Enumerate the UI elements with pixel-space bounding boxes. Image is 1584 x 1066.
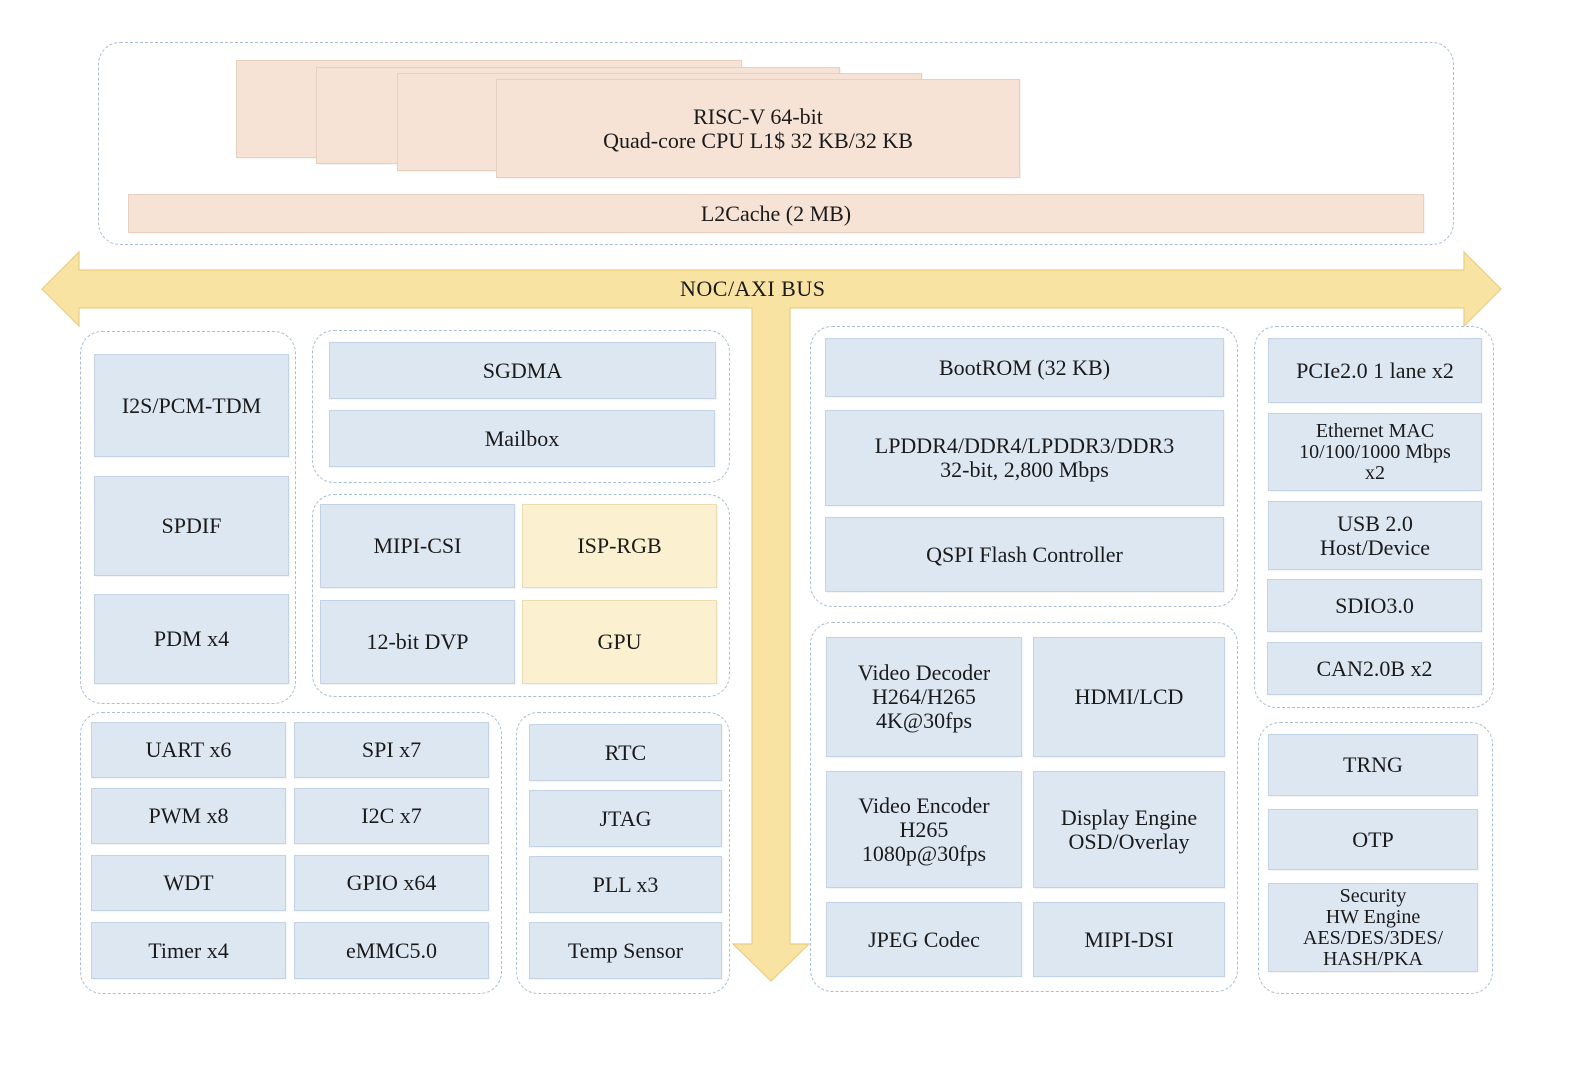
jpeg-codec-block: JPEG Codec — [826, 902, 1022, 977]
usb-block: USB 2.0 Host/Device — [1268, 501, 1482, 570]
ddr-controller-block: LPDDR4/DDR4/LPDDR3/DDR3 32-bit, 2,800 Mb… — [825, 410, 1224, 506]
i2s-pcm-tdm-block: I2S/PCM-TDM — [94, 354, 289, 457]
security-group — [1258, 722, 1493, 994]
spi-block: SPI x7 — [294, 722, 489, 778]
can-label: CAN2.0B x2 — [1316, 655, 1433, 681]
hdmi-lcd-block: HDMI/LCD — [1033, 637, 1225, 757]
wdt-block: WDT — [91, 855, 286, 911]
trng-label: TRNG — [1343, 752, 1403, 777]
display-engine-label: Display Engine OSD/Overlay — [1060, 804, 1198, 854]
temp-sensor-label: Temp Sensor — [567, 937, 684, 963]
cpu-cluster-group — [98, 42, 1454, 245]
can-block: CAN2.0B x2 — [1267, 642, 1482, 695]
audio-group — [80, 331, 296, 704]
cpu-subtitle: Quad-core CPU L1$ 32 KB/32 KB — [603, 127, 913, 153]
wdt-label: WDT — [163, 870, 214, 895]
gpu-block: GPU — [522, 600, 717, 684]
emmc-label: eMMC5.0 — [345, 937, 438, 963]
jtag-block: JTAG — [529, 790, 722, 847]
security-engine-block: Security HW Engine AES/DES/3DES/ HASH/PK… — [1268, 883, 1478, 972]
timer-label: Timer x4 — [148, 937, 229, 963]
i2c-block: I2C x7 — [294, 788, 489, 844]
dvp-block: 12-bit DVP — [320, 600, 515, 684]
usb-label: USB 2.0 Host/Device — [1320, 510, 1430, 560]
mailbox-label: Mailbox — [484, 425, 560, 451]
trng-block: TRNG — [1268, 734, 1478, 796]
connectivity-group — [1254, 326, 1494, 708]
i2c-label: I2C x7 — [361, 803, 422, 828]
gpio-block: GPIO x64 — [294, 855, 489, 911]
ethernet-block: Ethernet MAC 10/100/1000 Mbps x2 — [1268, 413, 1482, 491]
qspi-block: QSPI Flash Controller — [825, 517, 1224, 592]
pwm-block: PWM x8 — [91, 788, 286, 844]
ethernet-label: Ethernet MAC 10/100/1000 Mbps x2 — [1299, 419, 1451, 484]
pwm-label: PWM x8 — [148, 803, 229, 828]
pll-label: PLL x3 — [592, 871, 659, 897]
peripherals-group — [80, 712, 502, 994]
mipi-dsi-label: MIPI-DSI — [1084, 926, 1174, 952]
jtag-label: JTAG — [599, 805, 652, 831]
uart-label: UART x6 — [145, 737, 232, 762]
dma-group — [312, 330, 730, 483]
system-group — [516, 712, 730, 994]
hdmi-label: HDMI/LCD — [1074, 684, 1184, 709]
isp-rgb-block: ISP-RGB — [522, 504, 717, 588]
bootrom-block: BootROM (32 KB) — [825, 338, 1224, 397]
jpeg-label: JPEG Codec — [868, 926, 980, 952]
qspi-label: QSPI Flash Controller — [926, 541, 1123, 567]
isp-label: ISP-RGB — [577, 533, 662, 558]
emmc-block: eMMC5.0 — [294, 922, 489, 979]
pdm-block: PDM x4 — [94, 594, 289, 684]
otp-label: OTP — [1352, 826, 1394, 852]
uart-block: UART x6 — [91, 722, 286, 778]
video-encoder-block: Video Encoder H265 1080p@30fps — [826, 771, 1022, 888]
video-decoder-block: Video Decoder H264/H265 4K@30fps — [826, 637, 1022, 757]
l2-cache-block: L2Cache (2 MB) — [128, 194, 1424, 233]
display-engine-block: Display Engine OSD/Overlay — [1033, 771, 1225, 888]
pcie-block: PCIe2.0 1 lane x2 — [1268, 338, 1482, 403]
l2-cache-label: L2Cache (2 MB) — [700, 200, 852, 226]
sdio-label: SDIO3.0 — [1335, 592, 1414, 618]
sdio-block: SDIO3.0 — [1267, 579, 1482, 632]
pcie-label: PCIe2.0 1 lane x2 — [1296, 357, 1454, 383]
rtc-block: RTC — [529, 724, 722, 781]
ddr-label: LPDDR4/DDR4/LPDDR3/DDR3 32-bit, 2,800 Mb… — [874, 433, 1175, 482]
memory-group — [810, 326, 1238, 607]
mailbox-block: Mailbox — [329, 410, 715, 467]
video-encoder-label: Video Encoder H265 1080p@30fps — [858, 792, 990, 866]
cpu-core-block: RISC-V 64-bit Quad-core CPU L1$ 32 KB/32… — [496, 79, 1020, 178]
mipi-csi-label: MIPI-CSI — [373, 533, 462, 558]
pll-block: PLL x3 — [529, 856, 722, 913]
security-engine-label: Security HW Engine AES/DES/3DES/ HASH/PK… — [1302, 884, 1444, 970]
video-decoder-label: Video Decoder H264/H265 4K@30fps — [857, 660, 991, 733]
gpio-label: GPIO x64 — [346, 870, 437, 895]
camera-gpu-group — [312, 494, 730, 697]
sgdma-block: SGDMA — [329, 342, 716, 399]
i2s-label: I2S/PCM-TDM — [121, 392, 262, 418]
temp-sensor-block: Temp Sensor — [529, 922, 722, 979]
spdif-label: SPDIF — [161, 513, 222, 538]
sgdma-label: SGDMA — [482, 357, 563, 383]
mipi-dsi-block: MIPI-DSI — [1033, 902, 1225, 977]
timer-block: Timer x4 — [91, 922, 286, 979]
bootrom-label: BootROM (32 KB) — [938, 354, 1111, 380]
rtc-label: RTC — [604, 739, 647, 765]
gpu-label: GPU — [597, 629, 642, 654]
cpu-title: RISC-V 64-bit — [693, 103, 823, 129]
dvp-label: 12-bit DVP — [366, 629, 469, 654]
spdif-block: SPDIF — [94, 476, 289, 576]
pdm-label: PDM x4 — [153, 626, 230, 651]
video-group — [810, 622, 1238, 992]
otp-block: OTP — [1268, 809, 1478, 870]
bus-label: NOC/AXI BUS — [680, 276, 826, 301]
mipi-csi-block: MIPI-CSI — [320, 504, 515, 588]
spi-label: SPI x7 — [361, 737, 422, 762]
